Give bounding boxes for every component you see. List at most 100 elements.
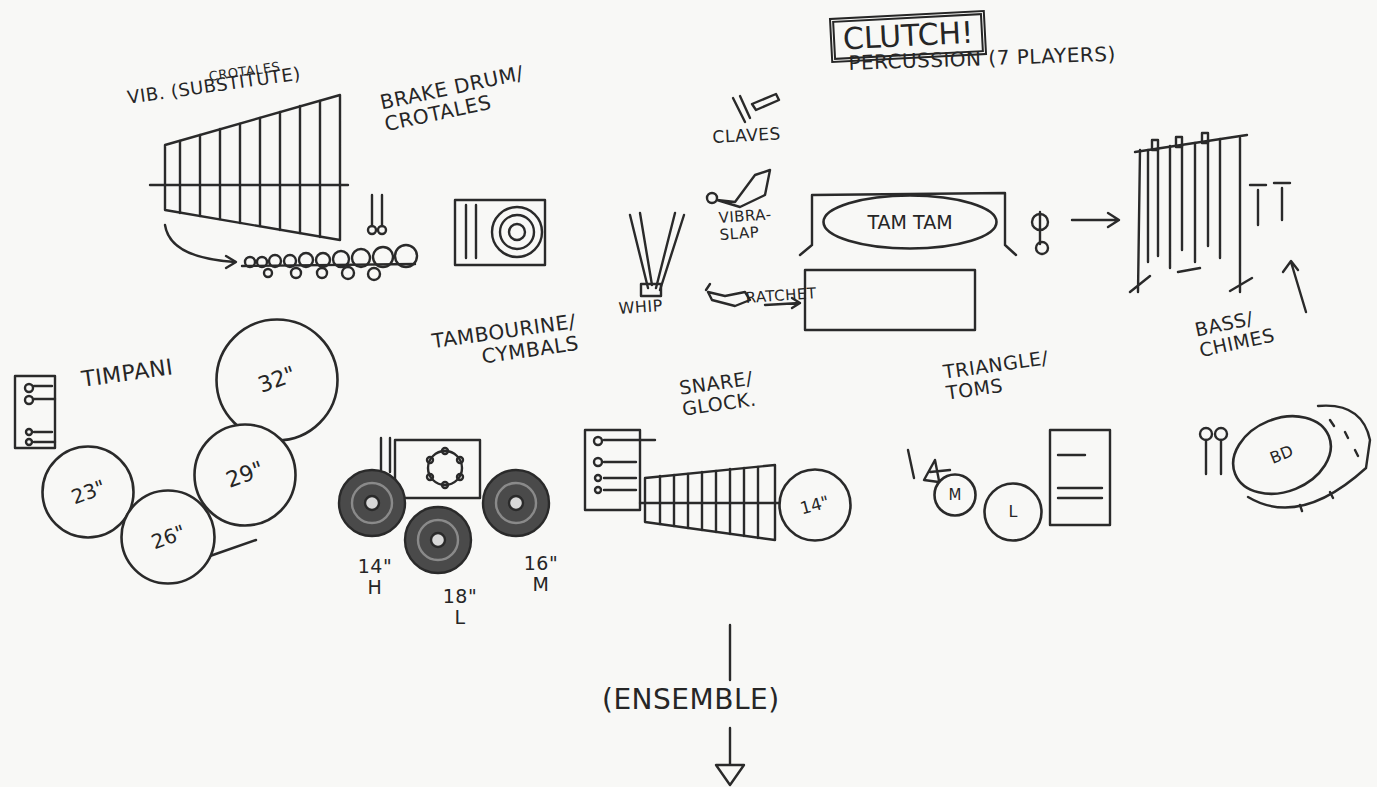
drum-circle: 23": [41, 445, 135, 539]
crotales-row: [333, 251, 349, 267]
crotales-row: [257, 257, 267, 267]
crotales-row: [165, 225, 417, 280]
mallets: [378, 226, 386, 234]
mallets: [368, 226, 376, 234]
music-stand: [1058, 455, 1102, 498]
node-text: M: [933, 473, 977, 517]
bass-mallets: [1206, 440, 1221, 474]
node-text: 29": [193, 423, 297, 527]
chimes: [1152, 140, 1158, 150]
vibraphone: [165, 95, 340, 240]
instrument-label: 16" M: [518, 553, 564, 596]
music-stand: [604, 440, 655, 490]
mallets: [368, 195, 386, 234]
bass-mallets: [1200, 428, 1227, 474]
music-stand: [1050, 430, 1110, 525]
mallets: [372, 195, 382, 226]
tambourine-table: [381, 438, 390, 472]
tam-tam-mallet: [1039, 212, 1041, 244]
cymbals: [418, 520, 458, 560]
node-text: BD: [1230, 417, 1334, 493]
brake-drum: [455, 200, 545, 265]
instrument-label: TAMBOURINE/ CYMBALS: [376, 310, 580, 382]
crotales-row: [226, 256, 236, 268]
bass-drum: BD: [1230, 417, 1334, 493]
brake-drum: [466, 205, 476, 258]
brake-drum: [509, 224, 525, 240]
node-text: 32": [215, 318, 339, 442]
tam-tam-frame: [800, 193, 1016, 255]
instrument-label: CLAVES: [712, 123, 813, 147]
node-outline: [217, 320, 338, 441]
instrument-label: 14" H: [352, 556, 398, 599]
music-stand: [25, 396, 33, 404]
node-label: 32": [255, 362, 299, 398]
bass-mallets: [1200, 428, 1212, 440]
vibraslap: [707, 170, 770, 207]
node-label: TAM TAM: [867, 212, 952, 233]
cymbals: [509, 496, 523, 510]
bass-mallets: [1215, 428, 1227, 440]
crotales-row: [317, 268, 327, 278]
vibraphone: [180, 101, 320, 237]
crotales-row: [299, 253, 313, 267]
crotales-row: [368, 268, 380, 280]
cymbals: [405, 507, 471, 573]
crotales-row: [269, 255, 281, 267]
arrow: [1283, 261, 1306, 312]
node-text: 26": [120, 489, 216, 585]
glockenspiel: [660, 467, 758, 538]
ratchet: [805, 270, 975, 330]
node-label: 23": [68, 476, 108, 509]
crotales-row: [245, 257, 255, 267]
music-stand: [594, 458, 602, 466]
tambourine-table: [395, 440, 480, 498]
node-outline: [122, 491, 215, 584]
crotales-row: [291, 268, 301, 278]
music-stand: [594, 437, 602, 445]
tambourine-table: [457, 457, 463, 463]
cymbals: [365, 496, 379, 510]
node-outline: [985, 484, 1042, 541]
tam-tam-mallet: [1032, 212, 1048, 254]
node-outline: [195, 425, 296, 526]
instrument-label: BRAKE DRUM/ CROTALES: [378, 54, 568, 136]
node-label: BD: [1268, 442, 1296, 467]
tambourine-table: [442, 448, 448, 454]
node-outline: [1222, 402, 1343, 508]
music-stand: [15, 376, 55, 448]
brake-drum: [500, 215, 534, 249]
crotales-row: [316, 253, 330, 267]
tam-tam-mallet: [1036, 242, 1048, 254]
drum-circle: 29": [193, 423, 297, 527]
drum-circle: L: [983, 482, 1043, 542]
instrument-label: TIMPANI: [80, 351, 202, 392]
claves: [752, 94, 779, 110]
instrument-label: RATCHET: [745, 283, 846, 307]
crotales-row: [352, 249, 370, 267]
tam-tam: TAM TAM: [822, 194, 998, 250]
chimes: [1135, 135, 1247, 152]
instrument-label: (ENSEMBLE): [602, 684, 862, 715]
drum-circle: 32": [215, 318, 339, 442]
music-stand: [26, 439, 32, 445]
cymbals: [352, 483, 392, 523]
cymbals: [431, 533, 445, 547]
chimes: [1202, 133, 1208, 143]
arrow: [1072, 213, 1119, 227]
chimes: [1148, 139, 1220, 268]
instrument-label: TRIANGLE/ TOMS: [942, 341, 1096, 404]
chimes: [1130, 138, 1252, 292]
crotales-row: [395, 245, 417, 267]
cymbals: [339, 470, 405, 536]
instrument-label: BASS/ CHIMES: [1193, 299, 1300, 361]
node-outline: [935, 475, 976, 516]
vibraphone: [150, 95, 348, 240]
tambourine-table: [428, 451, 462, 485]
music-stand: [595, 475, 601, 481]
instrument-label: 18" L: [437, 586, 483, 629]
music-stand: [34, 386, 55, 442]
node-label: 14": [798, 492, 831, 518]
music-stand: [15, 376, 55, 448]
